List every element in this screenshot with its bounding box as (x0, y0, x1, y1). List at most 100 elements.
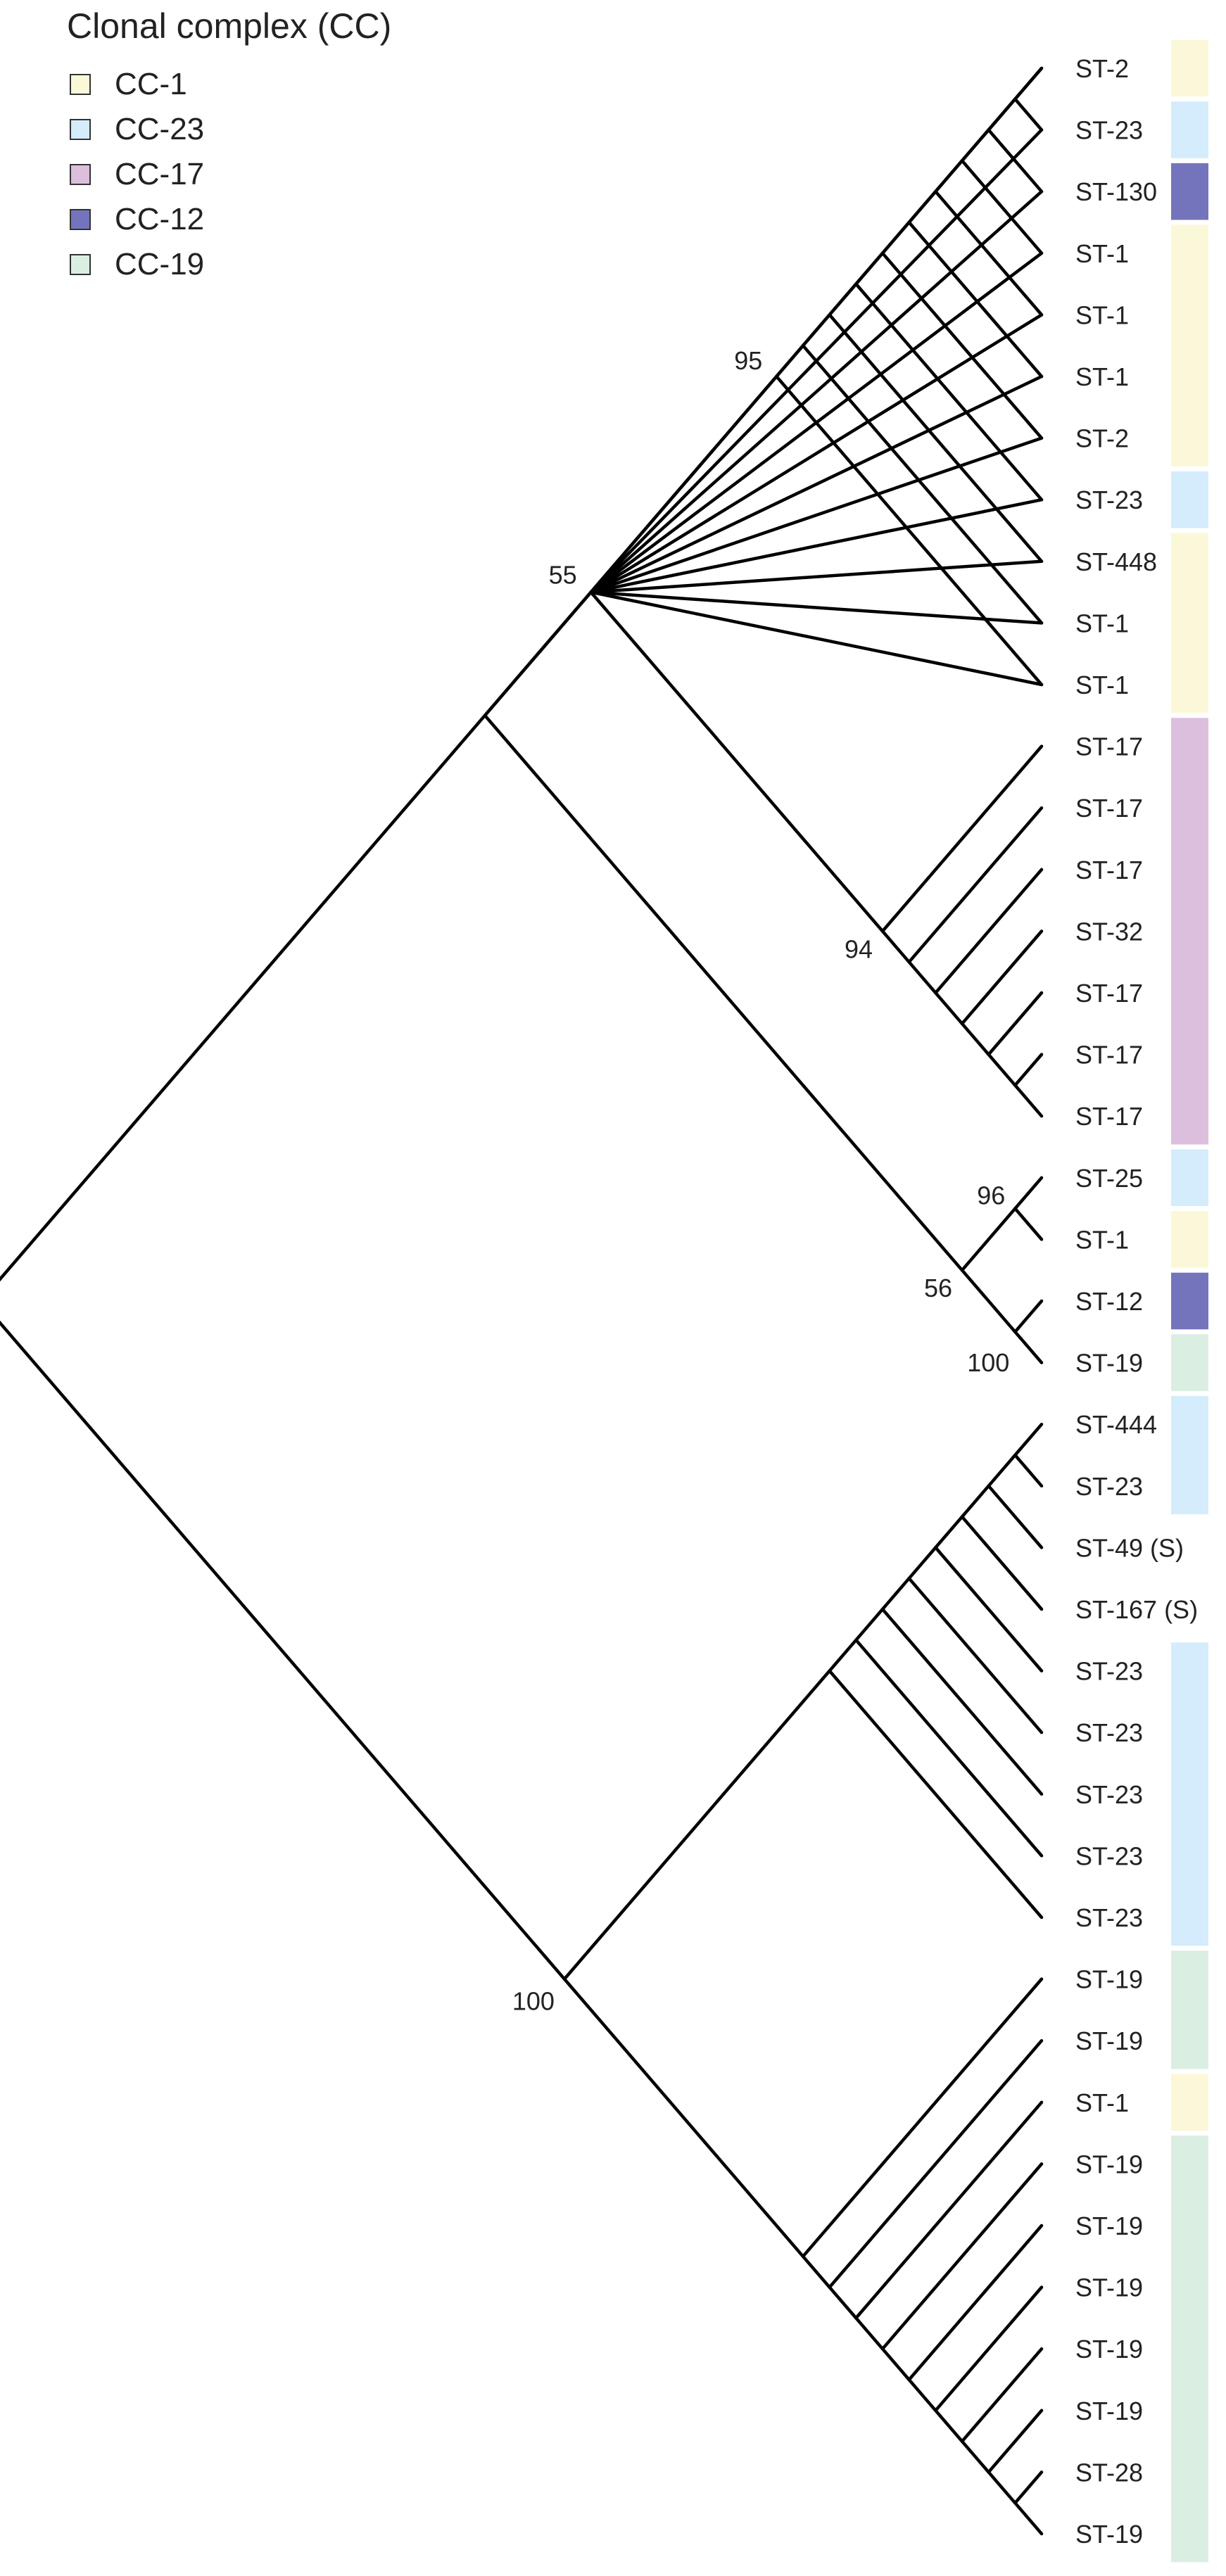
tip-label: ST-444 (1075, 1410, 1157, 1439)
branch-tip-19 (1013, 1207, 1044, 1241)
tip-label: ST-23 (1075, 1841, 1143, 1870)
branch-cc23-ladder-3 (880, 1576, 911, 1611)
branch-cc19-ladder-8 (987, 2470, 1017, 2505)
cc-bar-cc-19 (1171, 1334, 1208, 1391)
tip-label: ST-25 (1075, 1164, 1143, 1193)
branch-tip-18 (1013, 1176, 1044, 1210)
branch-tip-33 (854, 2100, 1044, 2320)
branch-cc17-ladder-4 (960, 1022, 990, 1056)
tip-label: ST-130 (1075, 177, 1157, 206)
branch-tip-24 (987, 1484, 1044, 1549)
clonal-complex-bars (1171, 39, 1208, 2563)
tip-label: ST-2 (1075, 54, 1129, 83)
legend-label-cc-17: CC-17 (115, 157, 205, 191)
branch-tip-5 (907, 220, 1044, 379)
branch-tip-21 (1013, 1330, 1044, 1364)
branch-cc19-ladder-6 (934, 2409, 964, 2443)
tree-branches (0, 66, 1044, 2536)
branch-tip-32 (828, 2038, 1044, 2289)
legend-items: CC-1 CC-23 CC-17 CC-12 CC-19 (67, 62, 391, 287)
cc-bar-cc-1 (1171, 224, 1208, 467)
branch-tip-25 (960, 1515, 1044, 1611)
branch-tip-7 (854, 282, 1044, 502)
tip-label: ST-23 (1075, 1657, 1143, 1686)
tip-label: ST-1 (1075, 362, 1129, 391)
legend-item-cc-19: CC-19 (70, 242, 391, 287)
tip-label: ST-23 (1075, 1903, 1143, 1932)
support-value-pair-12-19: 100 (967, 1348, 1009, 1377)
branch-tip-30 (828, 1669, 1044, 1920)
cc-bar-cc-23 (1171, 1149, 1208, 1207)
tip-label: ST-1 (1075, 239, 1129, 268)
tip-label: ST-23 (1075, 1780, 1143, 1809)
branch-tip-4 (934, 189, 1044, 317)
branch-tip-8 (589, 559, 1044, 594)
branch-pair-25-1 (960, 1207, 1017, 1272)
legend-swatch-cc-1 (70, 74, 91, 95)
tip-label: ST-167 (S) (1075, 1595, 1198, 1624)
tip-label: ST-32 (1075, 917, 1143, 946)
cc-bar-cc-23 (1171, 1642, 1208, 1946)
branch-cc23-ladder-1 (828, 1638, 858, 1673)
cc-bar-cc-1 (1171, 1211, 1208, 1268)
support-value-cc1-clade: 95 (734, 346, 762, 375)
cc-bar-cc-1 (1171, 2074, 1208, 2131)
tip-label: ST-49 (S) (1075, 1533, 1184, 1562)
tip-label: ST-19 (1075, 2150, 1143, 2178)
tip-label: ST-1 (1075, 609, 1129, 637)
support-value-pair-25-1: 96 (977, 1181, 1005, 1210)
cc-bar-cc-23 (1171, 471, 1208, 528)
branch-tip-3 (589, 251, 1044, 594)
legend-label-cc-12: CC-12 (115, 202, 205, 236)
cc-bar-cc-1 (1171, 533, 1208, 713)
branch-tip-31 (801, 1977, 1044, 2259)
tip-label: ST-19 (1075, 1965, 1143, 1994)
branch-tip-9 (589, 590, 1044, 625)
tip-label: ST-23 (1075, 116, 1143, 145)
branch-cc19-ladder-4 (880, 2347, 911, 2382)
tip-label: ST-19 (1075, 2397, 1143, 2425)
branch-tip-7 (589, 497, 1044, 594)
cc-bar-cc-23 (1171, 101, 1208, 158)
branch-tip-37 (960, 2347, 1044, 2443)
branch-tip-38 (987, 2409, 1044, 2474)
branch-cc19-ladder-2 (828, 2285, 858, 2320)
support-value-cc17-clade: 94 (845, 934, 873, 963)
cc-bar-cc-12 (1171, 163, 1208, 220)
branch-tip-2 (589, 189, 1044, 594)
tip-label: ST-17 (1075, 1102, 1143, 1131)
branch-mid (483, 590, 593, 718)
legend-label-cc-23: CC-23 (115, 112, 205, 146)
branch-tip-13 (934, 868, 1044, 995)
support-value-small-clade: 56 (924, 1274, 952, 1302)
tip-labels: ST-2ST-23ST-130ST-1ST-1ST-1ST-2ST-23ST-4… (1075, 54, 1198, 2549)
tip-label: ST-1 (1075, 1225, 1129, 1254)
branch-tip-15 (987, 991, 1044, 1056)
branch-tip-16 (1013, 1053, 1044, 1087)
support-value-lower: 100 (512, 1987, 555, 2016)
branch-tip-22 (1013, 1422, 1044, 1457)
tip-label: ST-1 (1075, 671, 1129, 699)
tip-label: ST-19 (1075, 1349, 1143, 1378)
branch-cc17-clade (589, 590, 885, 933)
branch-cc19-ladder-3 (854, 2316, 885, 2351)
branch-tip-10 (589, 590, 1044, 687)
branch-tip-20 (1013, 1299, 1044, 1334)
cc-bar-cc-12 (1171, 1272, 1208, 1330)
legend: Clonal complex (CC) CC-1 CC-23 CC-17 CC-… (67, 6, 391, 287)
branch-pair-12-19 (960, 1268, 1017, 1334)
branch-tip-35 (907, 2223, 1044, 2382)
branch-cc17-ladder-2 (907, 960, 937, 995)
tip-label: ST-19 (1075, 2026, 1143, 2055)
legend-label-cc-19: CC-19 (115, 247, 205, 281)
branch-tip-12 (907, 806, 1044, 964)
branch-tip-1 (589, 128, 1044, 594)
cc-bar-cc-19 (1171, 1950, 1208, 2069)
branch-cc17-ladder-3 (934, 991, 964, 1026)
tip-label: ST-12 (1075, 1287, 1143, 1316)
branch-cc17-ladder-1 (880, 929, 911, 964)
branch-cc23-ladder-2 (854, 1607, 885, 1642)
tip-label: ST-23 (1075, 1718, 1143, 1747)
branch-tip-17 (1013, 1084, 1044, 1118)
branch-cc19-ladder-5 (907, 2378, 937, 2413)
